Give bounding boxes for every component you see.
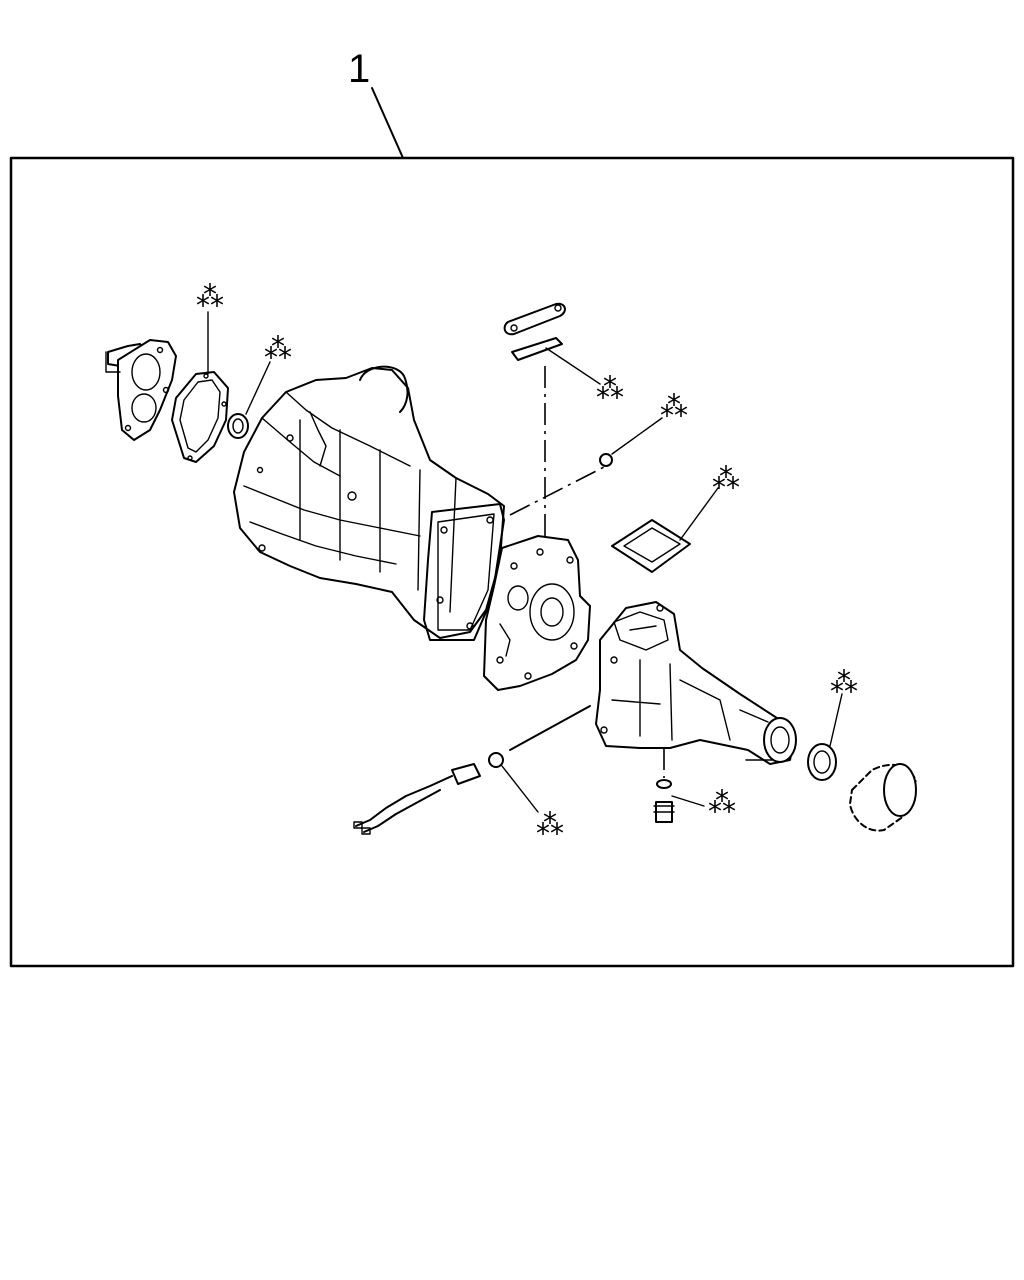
dust-cover [849, 763, 917, 832]
link-gasket-leader [545, 347, 601, 385]
drain-plug-gasket [656, 779, 672, 789]
cover-gasket-leader [679, 487, 719, 541]
intermediate-plate [483, 535, 591, 691]
o-ring-leader [611, 417, 663, 455]
assembly-frame [9, 156, 1015, 968]
seal-marker: ⁂ [660, 391, 688, 422]
drain-plug [653, 801, 675, 823]
rear-cover-gasket [171, 371, 229, 463]
assembly-center-line [509, 465, 607, 516]
switch-gasket-leader [501, 765, 539, 813]
front-bearing-retainer [105, 339, 177, 441]
drain-gasket-leader [671, 795, 705, 807]
input-shaft-oil-seal [227, 413, 249, 439]
seal-marker: ⁂ [596, 373, 624, 404]
shift-link [503, 302, 566, 336]
switch-alignment-line [509, 705, 591, 751]
seal-marker: ⁂ [708, 787, 736, 818]
seal-marker: ⁂ [536, 809, 564, 840]
transmission-case [233, 365, 505, 641]
shift-link-gasket [511, 337, 563, 361]
control-cover-gasket [611, 519, 691, 573]
callout-leader-line [371, 87, 404, 159]
seal-marker: ⁂ [196, 281, 224, 312]
rear-oil-seal [807, 743, 837, 781]
switch-gasket [488, 752, 504, 768]
o-ring [599, 453, 613, 467]
extension-housing [595, 601, 797, 765]
seal-marker: ⁂ [264, 333, 292, 364]
oil-seal-leader [245, 361, 271, 415]
rear-seal-leader [829, 693, 843, 747]
seal-marker: ⁂ [712, 463, 740, 494]
seal-marker: ⁂ [830, 667, 858, 698]
back-up-lamp-switch [353, 763, 481, 835]
callout-number: 1 [348, 47, 370, 91]
